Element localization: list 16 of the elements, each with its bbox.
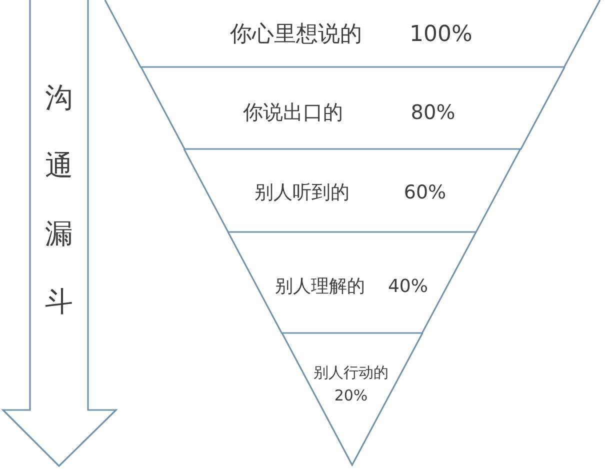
band-label: 别人理解的 (274, 278, 365, 296)
arrow-label: 沟通漏斗 (45, 80, 73, 320)
band-label: 你心里想说的 (230, 24, 362, 46)
band-label: 别人行动的 (313, 366, 388, 380)
band-label: 别人听到的 (254, 184, 350, 202)
band-label: 你说出口的 (242, 102, 343, 122)
funnel-band (228, 232, 476, 333)
funnel-band (282, 333, 422, 465)
percent-label: 100% (410, 24, 472, 46)
percent-label: 40% (388, 278, 428, 296)
funnel-band (184, 149, 521, 232)
percent-label: 20% (334, 388, 368, 404)
percent-label: 60% (404, 184, 446, 202)
funnel-band (140, 67, 564, 149)
percent-label: 80% (410, 102, 456, 122)
funnel-band (105, 0, 600, 67)
